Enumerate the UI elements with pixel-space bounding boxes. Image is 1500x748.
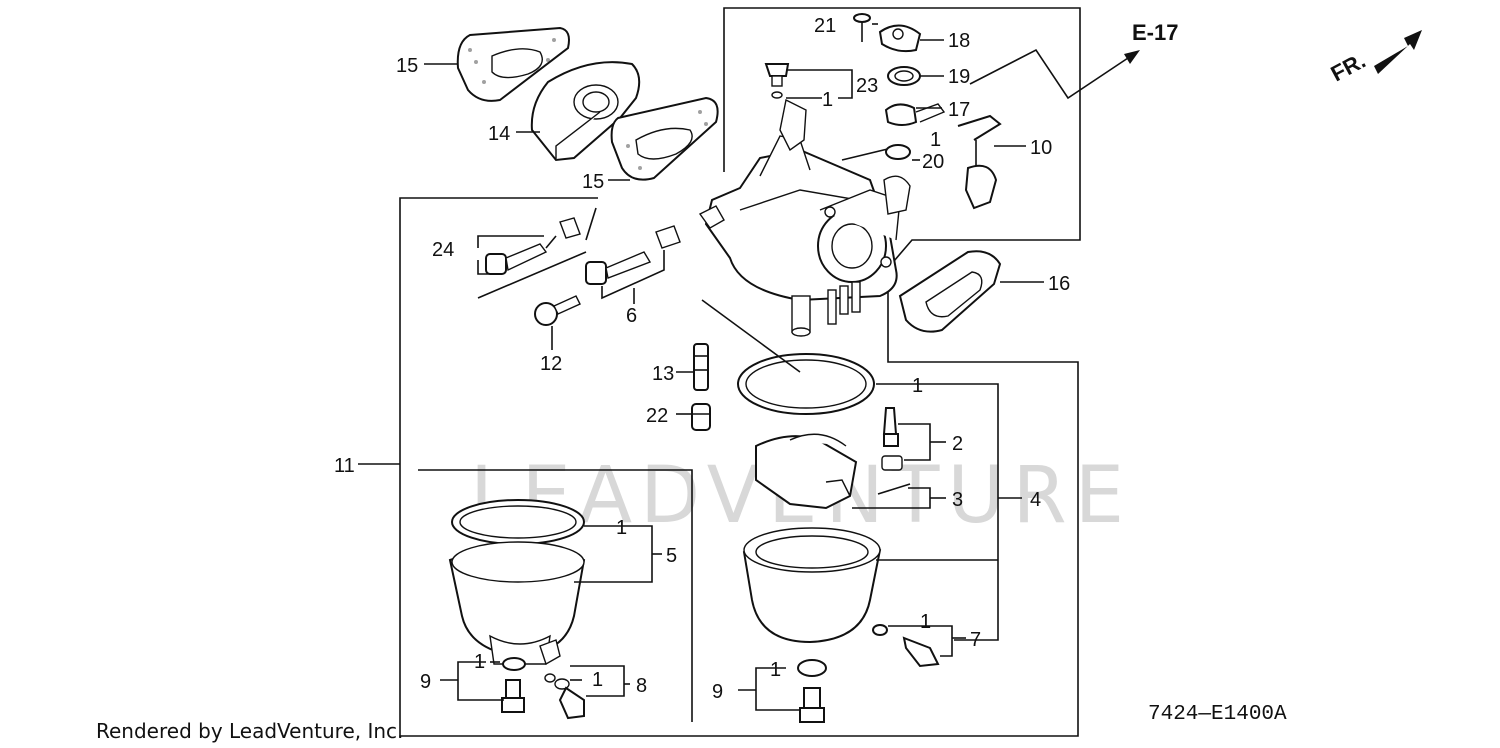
float-valve-2[interactable] bbox=[881, 407, 903, 471]
callout-17: 17 bbox=[948, 99, 970, 121]
callout-1-left-bolt: 1 bbox=[474, 651, 485, 673]
screw-21[interactable] bbox=[853, 13, 871, 42]
callout-16: 16 bbox=[1048, 273, 1070, 295]
screw-12[interactable] bbox=[534, 295, 581, 326]
callout-numbers: 15 14 15 21 18 19 23 1 17 1 20 10 16 24 … bbox=[334, 15, 1070, 703]
nozzle-13[interactable] bbox=[693, 343, 709, 391]
callout-7: 7 bbox=[970, 629, 981, 651]
washer-20[interactable] bbox=[885, 144, 911, 160]
front-direction-label: FR. bbox=[1327, 48, 1370, 87]
cross-reference-arrow bbox=[969, 48, 1140, 100]
float-chamber-set-5[interactable] bbox=[448, 499, 586, 666]
callout-leaders bbox=[358, 23, 1044, 711]
carburetor-insulator[interactable] bbox=[530, 61, 641, 162]
front-direction-arrow bbox=[1374, 30, 1422, 74]
callout-9-left: 9 bbox=[420, 671, 431, 693]
callout-22: 22 bbox=[646, 405, 668, 427]
callout-1-washer: 1 bbox=[930, 129, 941, 151]
callout-4: 4 bbox=[1030, 489, 1041, 511]
float-chamber-7[interactable] bbox=[742, 527, 882, 644]
pilot-screw-24[interactable] bbox=[485, 217, 581, 275]
callout-19: 19 bbox=[948, 66, 970, 88]
float-chamber-gasket[interactable] bbox=[737, 353, 875, 415]
callout-3: 3 bbox=[952, 489, 963, 511]
assembly-boundaries bbox=[399, 7, 1081, 737]
callout-10: 10 bbox=[1030, 137, 1052, 159]
air-cleaner-gasket-16[interactable] bbox=[898, 250, 1002, 333]
plate-18[interactable] bbox=[878, 24, 922, 53]
float-pin-3[interactable] bbox=[877, 483, 911, 495]
callout-9-right: 9 bbox=[712, 681, 723, 703]
callout-1-gasket: 1 bbox=[912, 375, 923, 397]
callout-14: 14 bbox=[488, 123, 510, 145]
float[interactable] bbox=[755, 433, 858, 510]
callout-15-upper: 15 bbox=[396, 55, 418, 77]
callout-1-left-gasket: 1 bbox=[616, 517, 627, 539]
callout-12: 12 bbox=[540, 353, 562, 375]
render-credit: Rendered by LeadVenture, Inc. bbox=[96, 719, 403, 743]
callout-21: 21 bbox=[814, 15, 836, 37]
carburetor-body[interactable] bbox=[698, 98, 911, 337]
callout-23: 23 bbox=[856, 75, 878, 97]
callout-1-drain: 1 bbox=[920, 611, 931, 633]
callout-20: 20 bbox=[922, 151, 944, 173]
lever-17[interactable] bbox=[884, 103, 946, 126]
callout-18: 18 bbox=[948, 30, 970, 52]
main-jet-22[interactable] bbox=[691, 403, 711, 431]
insulator-gasket-upper[interactable] bbox=[456, 26, 570, 102]
cross-reference-label[interactable]: E-17 bbox=[1132, 20, 1178, 45]
callout-6: 6 bbox=[626, 305, 637, 327]
callout-15-lower: 15 bbox=[582, 171, 604, 193]
callout-8: 8 bbox=[636, 675, 647, 697]
throttle-stop-screw-6[interactable] bbox=[585, 225, 681, 285]
callout-1-right-bolt: 1 bbox=[770, 659, 781, 681]
bolt-9-right[interactable] bbox=[797, 659, 827, 723]
callout-1-left-drain: 1 bbox=[592, 669, 603, 691]
drain-screw-7[interactable] bbox=[872, 624, 940, 668]
choke-rod-10[interactable] bbox=[957, 114, 1002, 210]
diagram-reference-code: 7424—E1400A bbox=[1148, 703, 1287, 726]
callout-24: 24 bbox=[432, 239, 454, 261]
screw-set-23[interactable] bbox=[764, 63, 790, 99]
callout-11: 11 bbox=[334, 455, 355, 477]
callout-13: 13 bbox=[652, 363, 674, 385]
insulator-gasket-lower[interactable] bbox=[610, 96, 719, 181]
nozzle-alignment-line bbox=[701, 299, 801, 373]
callout-2: 2 bbox=[952, 433, 963, 455]
bolt-9-left[interactable] bbox=[501, 657, 526, 713]
drain-screw-8[interactable] bbox=[544, 673, 585, 720]
packing-19[interactable] bbox=[887, 66, 921, 86]
callout-1-upper: 1 bbox=[822, 89, 833, 111]
callout-5: 5 bbox=[666, 545, 677, 567]
